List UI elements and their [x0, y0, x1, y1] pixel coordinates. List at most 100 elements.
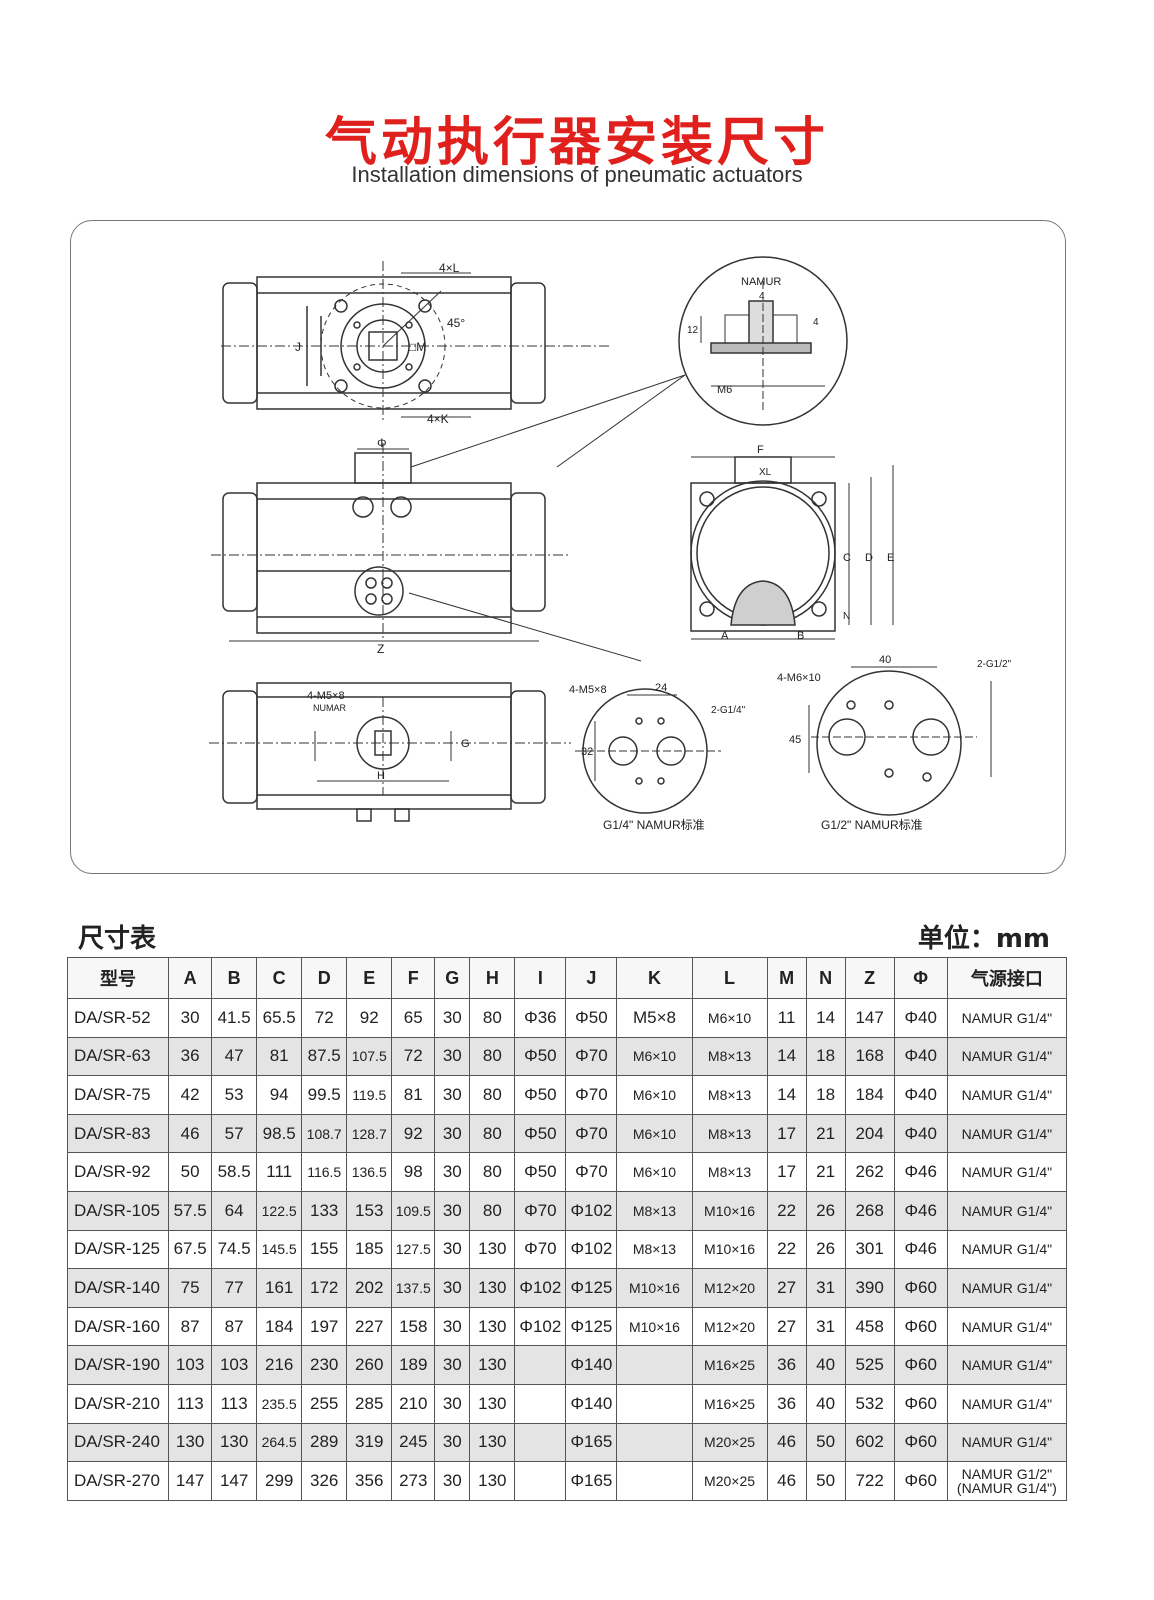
table-cell: 185 [346, 1229, 393, 1270]
table-cell: 260 [346, 1345, 393, 1385]
table-cell: M8×13 [691, 1075, 768, 1115]
table-cell: 147 [844, 998, 895, 1038]
caption-g12-namur: G1/2" NAMUR标准 [821, 818, 923, 832]
table-cell: Φ60 [893, 1306, 948, 1347]
table-cell: 99.5 [301, 1075, 348, 1115]
label-45deg: 45° [447, 316, 465, 330]
model-cell: DA/SR-83 [66, 1113, 170, 1154]
table-cell: Φ60 [893, 1461, 948, 1501]
table-cell: 130 [469, 1268, 516, 1308]
table-cell: 58.5 [211, 1152, 258, 1192]
label-m: □M [409, 340, 426, 354]
top-view [221, 261, 611, 421]
unit-label: 单位：mm [917, 924, 1050, 954]
table-header-cell: I [514, 957, 567, 999]
model-cell: DA/SR-105 [66, 1190, 170, 1231]
table-cell: 14 [805, 998, 846, 1038]
table-cell: Φ125 [565, 1306, 618, 1347]
table-cell: 137.5 [391, 1268, 436, 1308]
label-dim-24: 24 [655, 682, 667, 694]
table-cell: 168 [844, 1036, 895, 1077]
table-cell: NAMUR G1/4" [946, 1268, 1068, 1308]
table-cell: 30 [434, 1075, 471, 1115]
label-f: F [757, 444, 764, 456]
table-cell: 111 [256, 1152, 303, 1192]
label-4xk: 4×K [427, 412, 449, 426]
table-cell: 30 [434, 1152, 471, 1192]
side-view [690, 456, 894, 640]
table-cell [514, 1383, 567, 1424]
table-cell: 197 [301, 1306, 348, 1347]
table-cell: 107.5 [346, 1036, 393, 1077]
table-cell: 40 [805, 1383, 846, 1424]
table-cell: Φ102 [565, 1229, 618, 1270]
table-cell: Φ60 [893, 1268, 948, 1308]
model-cell: DA/SR-52 [66, 998, 170, 1038]
model-cell: DA/SR-160 [66, 1306, 170, 1347]
table-cell: 80 [469, 1113, 516, 1154]
label-g: G [461, 738, 470, 750]
label-n: N [843, 611, 850, 622]
table-cell: 119.5 [346, 1075, 393, 1115]
table-cell: 130 [469, 1461, 516, 1501]
table-cell: NAMUR G1/4" [946, 1422, 1068, 1463]
model-cell: DA/SR-125 [66, 1229, 170, 1270]
table-cell: 30 [434, 1306, 471, 1347]
table-cell: 326 [301, 1461, 348, 1501]
table-cell: 80 [469, 1036, 516, 1077]
table-cell: M16×25 [691, 1345, 768, 1385]
table-cell: 26 [805, 1229, 846, 1270]
table-cell: 17 [766, 1113, 807, 1154]
table-cell: NAMUR G1/4" [946, 1190, 1068, 1231]
table-cell: 273 [391, 1461, 436, 1501]
table-cell: 299 [256, 1461, 303, 1501]
table-cell: Φ40 [893, 1075, 948, 1115]
table-cell: 133 [301, 1190, 348, 1231]
table-cell: 87 [168, 1306, 213, 1347]
model-cell: DA/SR-190 [66, 1345, 170, 1385]
table-cell: NAMUR G1/2" (NAMUR G1/4") [946, 1461, 1068, 1501]
table-cell: 130 [469, 1229, 516, 1270]
table-cell: 17 [766, 1152, 807, 1192]
table-cell: 458 [844, 1306, 895, 1347]
table-cell: M8×13 [691, 1113, 768, 1154]
table-cell: 22 [766, 1229, 807, 1270]
technical-drawing-svg: 4×L 45° J □M 4×K NAMUR 4 4 12 M6 [209, 256, 1012, 832]
table-cell: M8×13 [616, 1229, 693, 1270]
table-cell: 127.5 [391, 1229, 436, 1270]
table-cell: Φ60 [893, 1345, 948, 1385]
table-cell: 72 [391, 1036, 436, 1077]
table-cell: 98.5 [256, 1113, 303, 1154]
table-cell: 30 [434, 1229, 471, 1270]
table-cell: Φ40 [893, 998, 948, 1038]
table-cell: 22 [766, 1190, 807, 1231]
table-cell [616, 1422, 693, 1463]
label-dim-4a: 4 [759, 291, 765, 302]
page-title: 气动执行器安装尺寸 [324, 113, 829, 173]
model-cell: DA/SR-140 [66, 1268, 170, 1308]
table-header-cell: K [616, 957, 693, 999]
table-cell: 147 [168, 1461, 213, 1501]
table-cell: Φ140 [565, 1345, 618, 1385]
label-dim-40: 40 [879, 654, 891, 666]
table-cell: 153 [346, 1190, 393, 1231]
table-header-cell: M [766, 957, 807, 999]
table-cell: M8×13 [616, 1190, 693, 1231]
table-cell: M6×10 [691, 998, 768, 1038]
table-cell: NAMUR G1/4" [946, 1075, 1068, 1115]
table-cell: 92 [346, 998, 393, 1038]
label-dim-12: 12 [687, 325, 699, 336]
table-header-cell: Z [844, 957, 895, 999]
table-cell: 113 [211, 1383, 258, 1424]
model-cell: DA/SR-75 [66, 1075, 170, 1115]
table-cell: 216 [256, 1345, 303, 1385]
table-cell: NAMUR G1/4" [946, 1152, 1068, 1192]
table-cell: 80 [469, 1190, 516, 1231]
table-cell: 27 [766, 1306, 807, 1347]
table-cell: M10×16 [691, 1229, 768, 1270]
table-cell: 21 [805, 1152, 846, 1192]
